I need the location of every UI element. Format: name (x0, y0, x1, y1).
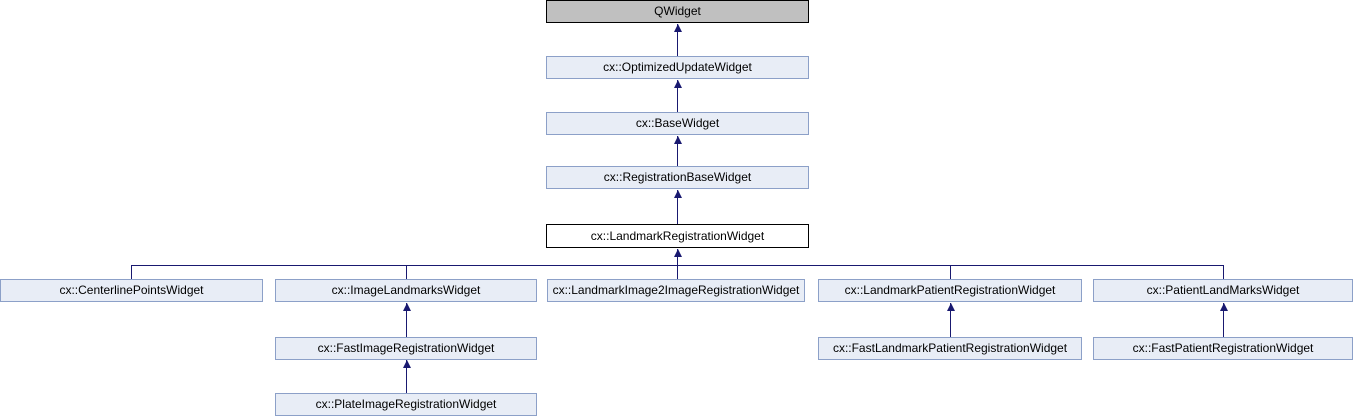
edge-base-to-optimized (677, 80, 678, 112)
arrowhead-up-icon (946, 303, 955, 311)
edge-optimized-to-qwidget (677, 24, 678, 56)
class-node-landmark-patient-registration-widget[interactable]: cx::LandmarkPatientRegistrationWidget (818, 279, 1082, 302)
arrowhead-up-icon (673, 190, 682, 198)
edge-fastpatient-to-patientlandmarks (1223, 303, 1224, 338)
edge-landmarkreg-to-regbase (677, 190, 678, 224)
edge-drop-patientlandmarks (1223, 265, 1224, 280)
class-node-qwidget: QWidget (546, 0, 809, 23)
edge-children-to-landmarkreg (677, 249, 678, 280)
edge-fastlandmarkpatient-to-landmarkpatient (950, 303, 951, 338)
edge-regbase-to-base (677, 136, 678, 166)
class-node-centerline-points-widget[interactable]: cx::CenterlinePointsWidget (0, 279, 263, 302)
edge-subclass-bus (131, 265, 1224, 266)
edge-drop-landmarkpatient (950, 265, 951, 280)
arrowhead-up-icon (673, 80, 682, 88)
class-node-landmark-image2image-registration-widget[interactable]: cx::LandmarkImage2ImageRegistrationWidge… (547, 279, 805, 302)
edge-drop-imagelandmarks (406, 265, 407, 280)
arrowhead-up-icon (1219, 303, 1228, 311)
class-node-patient-landmarks-widget[interactable]: cx::PatientLandMarksWidget (1093, 279, 1353, 302)
class-node-fast-image-registration-widget[interactable]: cx::FastImageRegistrationWidget (275, 337, 537, 360)
edge-fastimage-to-imagelandmarks (406, 303, 407, 338)
class-node-base-widget[interactable]: cx::BaseWidget (546, 112, 809, 135)
arrowhead-up-icon (402, 360, 411, 368)
class-node-fast-landmark-patient-registration-widget[interactable]: cx::FastLandmarkPatientRegistrationWidge… (818, 337, 1082, 360)
class-node-registration-base-widget[interactable]: cx::RegistrationBaseWidget (546, 166, 809, 189)
class-node-fast-patient-registration-widget[interactable]: cx::FastPatientRegistrationWidget (1093, 337, 1353, 360)
arrowhead-up-icon (673, 249, 682, 257)
class-node-plate-image-registration-widget[interactable]: cx::PlateImageRegistrationWidget (275, 393, 537, 416)
class-node-optimized-update-widget[interactable]: cx::OptimizedUpdateWidget (546, 56, 809, 79)
class-node-landmark-registration-widget: cx::LandmarkRegistrationWidget (546, 224, 809, 248)
edge-drop-centerline (131, 265, 132, 280)
class-node-image-landmarks-widget[interactable]: cx::ImageLandmarksWidget (275, 279, 537, 302)
arrowhead-up-icon (673, 136, 682, 144)
arrowhead-up-icon (673, 24, 682, 32)
arrowhead-up-icon (402, 303, 411, 311)
edge-plate-to-fastimage (406, 360, 407, 394)
